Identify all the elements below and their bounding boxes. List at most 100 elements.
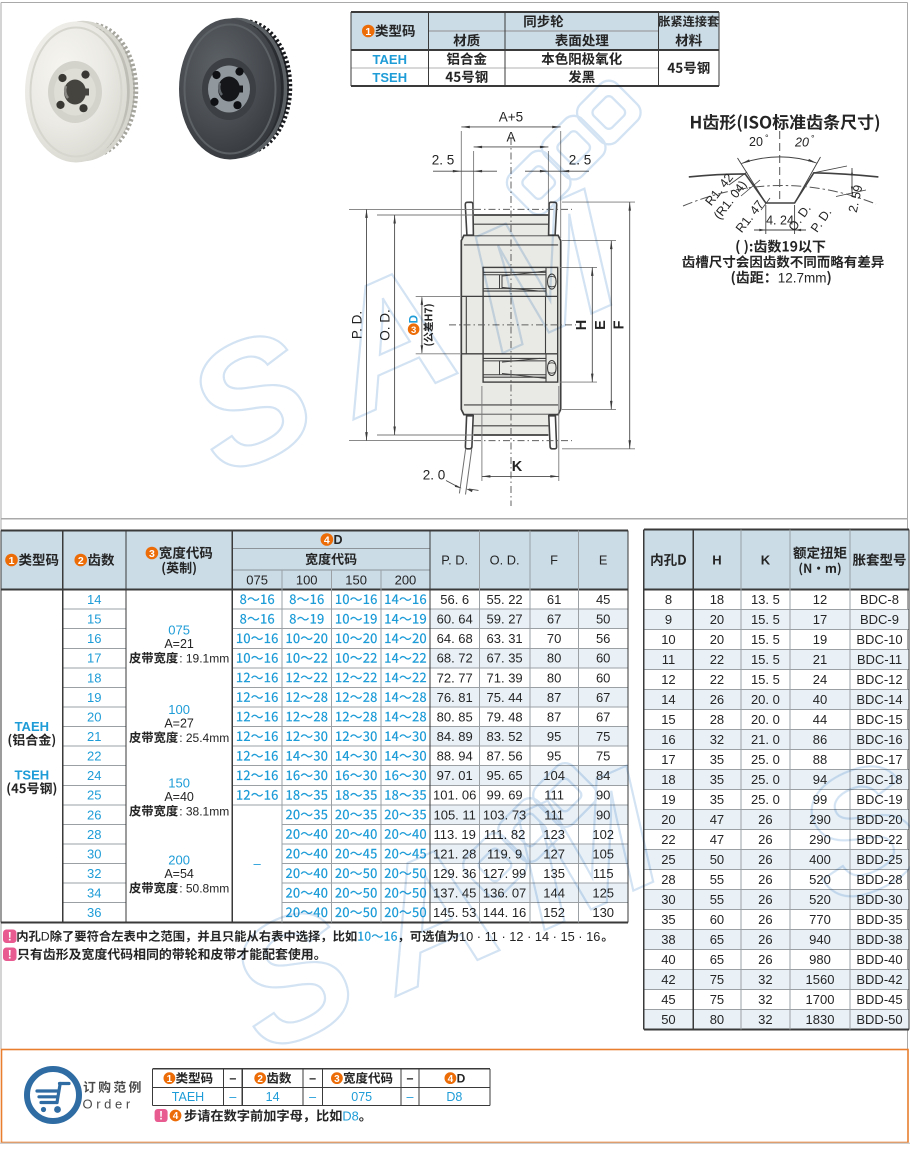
svg-text:980: 980: [809, 952, 831, 967]
svg-text:26: 26: [758, 812, 772, 827]
svg-text:–: –: [406, 1072, 413, 1086]
svg-text:: 50.8mm: : 50.8mm: [179, 881, 229, 895]
svg-text:BDC-19: BDC-19: [856, 792, 902, 807]
svg-text:200: 200: [168, 853, 190, 868]
svg-text:88. 94: 88. 94: [437, 749, 473, 764]
svg-text:BDD-40: BDD-40: [856, 952, 902, 967]
svg-text:TAEH: TAEH: [172, 1090, 204, 1104]
svg-text:!: !: [8, 930, 12, 944]
svg-text:137. 45: 137. 45: [433, 886, 476, 901]
svg-text:56: 56: [596, 631, 610, 646]
svg-text:111. 82: 111. 82: [484, 827, 525, 842]
svg-text:102: 102: [592, 827, 614, 842]
svg-text:50: 50: [596, 612, 610, 627]
svg-text:152: 152: [543, 905, 565, 920]
svg-text:22: 22: [710, 652, 724, 667]
svg-text:45: 45: [596, 592, 610, 607]
svg-text:1: 1: [365, 26, 371, 38]
svg-text:36: 36: [87, 905, 101, 920]
svg-text:BDD-28: BDD-28: [856, 872, 902, 887]
svg-text:40: 40: [661, 952, 675, 967]
svg-text:95: 95: [547, 749, 561, 764]
svg-text:20: 20: [710, 632, 724, 647]
svg-text:400: 400: [809, 852, 831, 867]
svg-text:63. 31: 63. 31: [487, 631, 523, 646]
svg-text:26: 26: [710, 692, 724, 707]
svg-text:26: 26: [758, 892, 772, 907]
svg-text:67: 67: [596, 709, 610, 724]
svg-text:100: 100: [296, 572, 318, 587]
svg-text:95: 95: [547, 729, 561, 744]
svg-text:28: 28: [710, 712, 724, 727]
svg-text:–: –: [229, 1072, 236, 1086]
svg-text:F: F: [611, 320, 627, 329]
svg-text:75. 44: 75. 44: [487, 690, 523, 705]
svg-text:87. 56: 87. 56: [487, 749, 523, 764]
svg-text:P. D.: P. D.: [350, 311, 365, 339]
svg-text:84. 89: 84. 89: [437, 729, 473, 744]
svg-text:26: 26: [758, 832, 772, 847]
svg-text:25: 25: [661, 852, 675, 867]
svg-text:O r d e r: O r d e r: [83, 1096, 131, 1111]
svg-text:25: 25: [87, 788, 101, 803]
svg-text:25. 0: 25. 0: [751, 792, 780, 807]
svg-text:770: 770: [809, 912, 831, 927]
svg-text:35: 35: [710, 752, 724, 767]
svg-text:75: 75: [710, 992, 724, 1007]
svg-text:100: 100: [168, 702, 190, 717]
svg-text:55: 55: [710, 892, 724, 907]
svg-text:70: 70: [547, 631, 561, 646]
svg-text:15. 5: 15. 5: [751, 672, 780, 687]
svg-text:–: –: [229, 1090, 236, 1104]
svg-text:!: !: [159, 1111, 163, 1123]
svg-text:520: 520: [809, 872, 831, 887]
svg-text:17: 17: [87, 651, 101, 666]
svg-text:14: 14: [87, 592, 101, 607]
svg-text:BDC-9: BDC-9: [860, 612, 899, 627]
svg-text:67: 67: [596, 690, 610, 705]
svg-text:97. 01: 97. 01: [437, 768, 473, 783]
svg-text:BDC-11: BDC-11: [857, 652, 902, 667]
svg-text:25. 0: 25. 0: [751, 772, 780, 787]
svg-text:BDD-38: BDD-38: [856, 932, 902, 947]
svg-text:K: K: [761, 553, 771, 568]
svg-text:60. 64: 60. 64: [437, 612, 473, 627]
svg-text:18: 18: [710, 592, 724, 607]
svg-text:4: 4: [448, 1074, 454, 1085]
svg-text:–: –: [309, 1090, 316, 1104]
svg-text:BDC-18: BDC-18: [856, 772, 902, 787]
svg-text:1700: 1700: [806, 992, 835, 1007]
svg-text:26: 26: [758, 872, 772, 887]
svg-text:4. 24: 4. 24: [766, 214, 794, 228]
svg-text:D: D: [334, 533, 343, 547]
svg-text:1830: 1830: [806, 1012, 835, 1027]
svg-text:19: 19: [87, 690, 101, 705]
svg-text:99: 99: [813, 792, 827, 807]
svg-text:135: 135: [543, 866, 565, 881]
svg-text:32: 32: [758, 1012, 772, 1027]
svg-text:21: 21: [87, 729, 101, 744]
svg-text:K: K: [512, 459, 523, 475]
svg-text:°: °: [765, 133, 769, 143]
svg-text:A=40: A=40: [164, 790, 194, 804]
svg-text:68. 72: 68. 72: [437, 651, 473, 666]
svg-text:84: 84: [596, 768, 610, 783]
svg-text:80: 80: [547, 651, 561, 666]
svg-text:20. 0: 20. 0: [751, 692, 780, 707]
svg-text:TAEH: TAEH: [373, 52, 407, 67]
svg-text:12: 12: [661, 672, 675, 687]
svg-text:80: 80: [547, 670, 561, 685]
svg-text:–: –: [406, 1090, 413, 1104]
svg-text:H: H: [712, 553, 721, 568]
svg-text:20: 20: [794, 136, 809, 150]
svg-text:26: 26: [87, 807, 101, 822]
svg-text:65: 65: [710, 952, 724, 967]
svg-text:H: H: [574, 320, 590, 330]
svg-text:BDD-22: BDD-22: [856, 832, 902, 847]
svg-text:TSEH: TSEH: [14, 768, 49, 783]
svg-text:42: 42: [661, 972, 675, 987]
svg-text:115: 115: [593, 866, 614, 881]
svg-text:18: 18: [661, 772, 675, 787]
svg-text:BDC-8: BDC-8: [860, 592, 899, 607]
svg-text:145. 53: 145. 53: [433, 905, 476, 920]
